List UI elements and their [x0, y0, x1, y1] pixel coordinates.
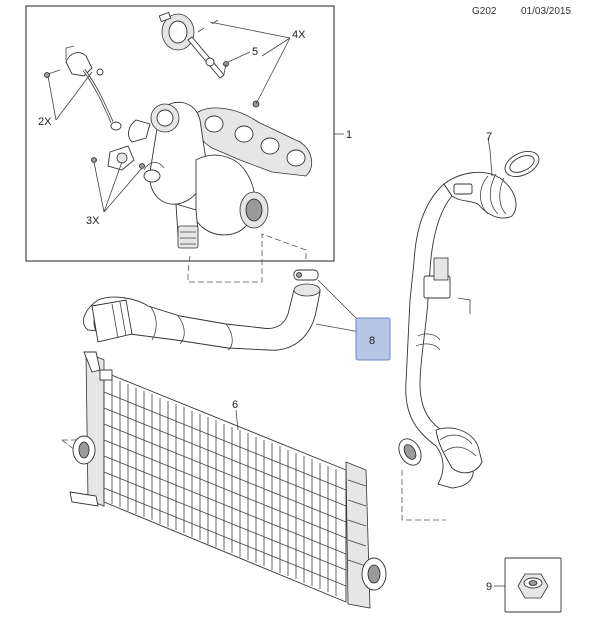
charge-air-hose-7 — [398, 137, 540, 489]
wastegate-actuator — [158, 11, 225, 79]
callout-5: 5 — [252, 46, 258, 58]
leader-2x — [47, 71, 93, 121]
leader-3x — [93, 161, 143, 213]
oil-return-fitting — [91, 145, 161, 183]
diagram-code: G202 — [472, 6, 497, 17]
callout-3x: 3X — [86, 215, 100, 227]
exhaust-manifold — [195, 107, 313, 177]
leader-4x — [209, 21, 291, 105]
callout-9: 9 — [486, 581, 492, 593]
subassembly-frame — [25, 5, 335, 262]
hose-clamp — [293, 269, 361, 323]
turbo-housing — [128, 101, 269, 249]
explode-line-turbo — [187, 233, 307, 283]
explode-line-outlet — [401, 470, 446, 521]
intercooler-6 — [69, 351, 387, 609]
nut-9 — [494, 557, 562, 613]
callout-1: 1 — [346, 129, 352, 141]
callout-2x: 2X — [38, 116, 52, 128]
callout-7: 7 — [486, 131, 492, 143]
callout-6: 6 — [232, 399, 238, 411]
callout-8: 8 — [369, 335, 375, 347]
turbocharger-assembly — [44, 11, 344, 249]
callout-4x: 4X — [292, 29, 306, 41]
oil-feed-pipe — [44, 45, 122, 131]
diagram-date: 01/03/2015 — [521, 6, 572, 17]
callout-8-highlight[interactable] — [355, 317, 391, 361]
leader-5 — [227, 51, 251, 63]
charge-air-hose-8 — [83, 283, 361, 351]
